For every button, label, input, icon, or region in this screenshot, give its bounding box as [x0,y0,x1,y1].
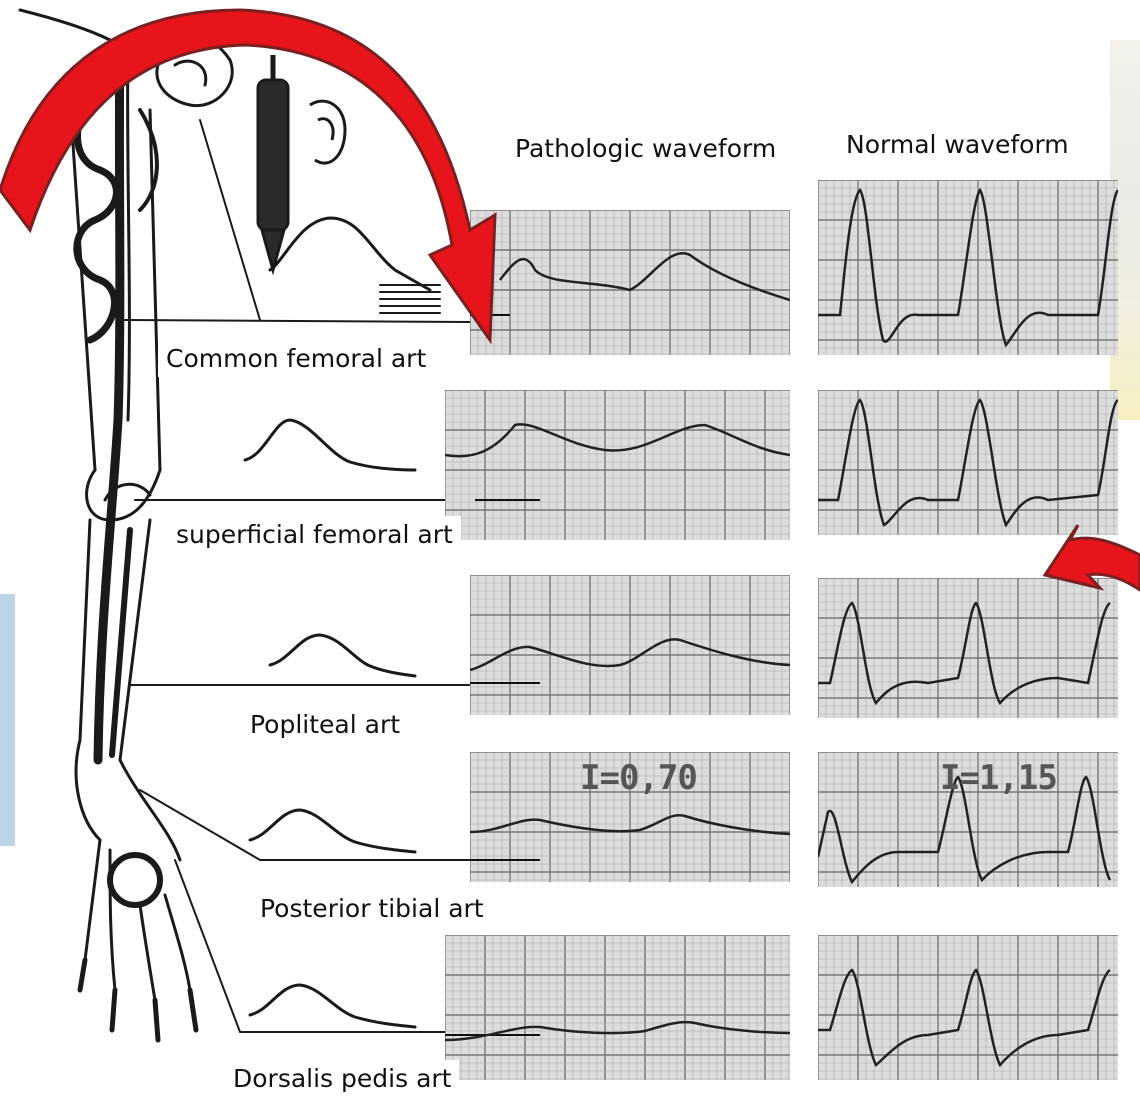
red-side-arrow-icon [1045,525,1140,590]
red-curved-arrow-icon [0,10,495,340]
